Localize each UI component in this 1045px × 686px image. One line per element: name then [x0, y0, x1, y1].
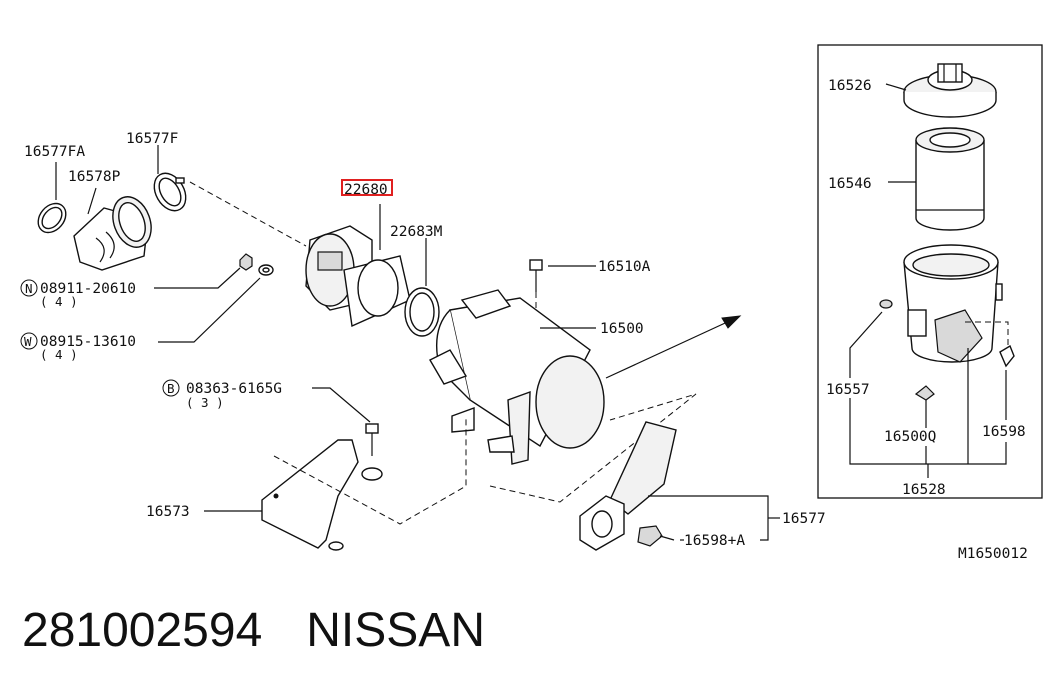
sensor-16598A	[637, 525, 675, 547]
prefix-N: N	[25, 281, 33, 296]
label-16500: 16500	[600, 321, 644, 337]
label-16598: 16598	[982, 424, 1026, 440]
label-16546: 16546	[828, 176, 872, 192]
clamp-16577FA	[37, 202, 67, 234]
qty-08915: ( 4 )	[40, 347, 78, 362]
elbow-16577	[579, 421, 677, 551]
nut-08911	[239, 253, 253, 271]
label-16578P: 16578P	[68, 169, 121, 185]
label-16526: 16526	[828, 78, 872, 94]
part-number: 281002594	[22, 604, 263, 657]
washer-08915	[258, 264, 274, 276]
label-16528: 16528	[902, 482, 946, 498]
prefix-W: W	[24, 334, 32, 349]
cover-16526	[903, 63, 997, 118]
housing-16528	[903, 244, 1003, 363]
label-08363-6165G: 08363-6165G	[186, 381, 282, 397]
qty-08911: ( 4 )	[40, 294, 78, 309]
label-16500Q: 16500Q	[884, 429, 936, 445]
prefix-B: B	[167, 381, 175, 396]
filter-element-16546	[915, 127, 985, 231]
label-16573: 16573	[146, 504, 190, 520]
diagram-code: M1650012	[958, 546, 1028, 562]
part-footer: 281002594 NISSAN	[22, 596, 485, 666]
label-16598A: 16598+A	[684, 533, 745, 549]
highlight-box-22680	[341, 179, 393, 196]
label-16510A: 16510A	[598, 259, 651, 275]
label-16577FA: 16577FA	[24, 144, 85, 160]
label-16557: 16557	[826, 382, 870, 398]
gasket-22683M	[404, 287, 440, 337]
brand-name: NISSAN	[306, 604, 485, 657]
label-16577F: 16577F	[126, 131, 178, 147]
label-08915-13610: 08915-13610	[40, 334, 136, 350]
clamp-16577F	[153, 172, 187, 212]
bracket-16573	[261, 439, 359, 551]
label-16577: 16577	[782, 511, 826, 527]
bolt-08363	[361, 423, 383, 481]
label-22683M: 22683M	[390, 224, 443, 240]
label-22680: 22680	[344, 182, 388, 198]
airflow-meter-22680	[305, 225, 411, 328]
duct-16578P	[73, 196, 152, 271]
label-08911-20610: 08911-20610	[40, 281, 136, 297]
clip-16598-inset	[999, 344, 1015, 368]
air-cleaner-16500	[429, 289, 605, 465]
nut-16557	[879, 299, 893, 309]
grommet-16500Q	[914, 385, 935, 401]
detail-inset-frame	[817, 44, 1043, 499]
qty-08363: ( 3 )	[186, 395, 224, 410]
